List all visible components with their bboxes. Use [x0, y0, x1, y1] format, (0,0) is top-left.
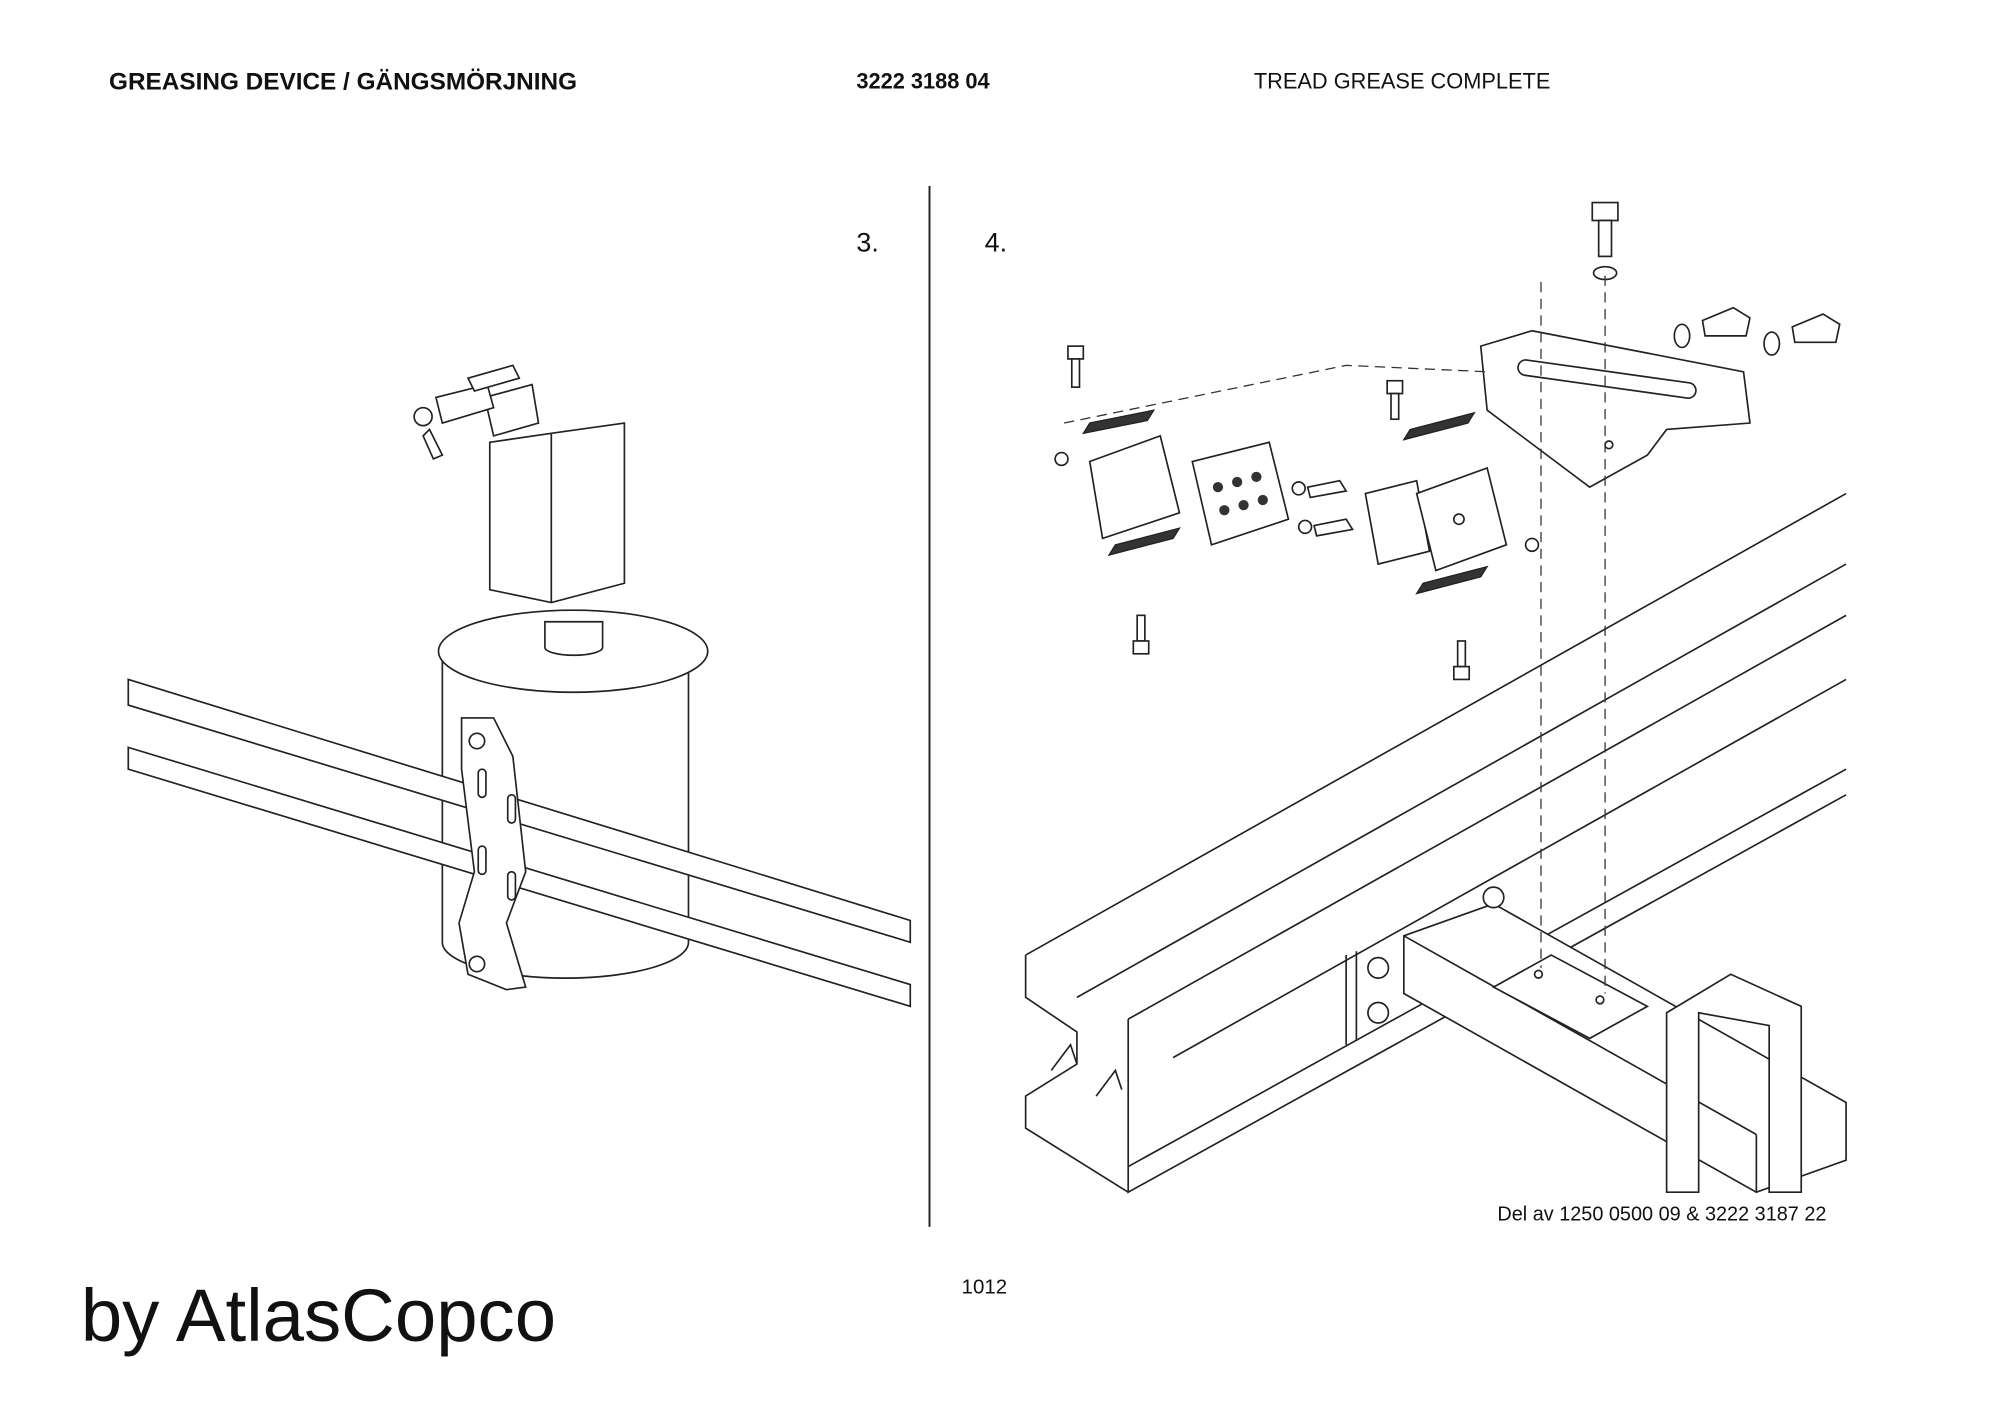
part-number: 3222 3188 04 [856, 68, 989, 93]
figure-label-4: 4. [985, 227, 1007, 257]
page-number: 1012 [962, 1275, 1008, 1298]
reference-note: Del av 1250 0500 09 & 3222 3187 22 [1497, 1203, 1826, 1225]
tread-grease-assembly-illustration [1024, 201, 1847, 1194]
figure-label-3: 3. [856, 227, 878, 257]
watermark: by AtlasCopco [81, 1274, 556, 1357]
part-description: TREAD GREASE COMPLETE [1254, 68, 1551, 93]
document-title: GREASING DEVICE / GÄNGSMÖRJNING [109, 69, 577, 96]
greasing-device-illustration [127, 364, 912, 1008]
